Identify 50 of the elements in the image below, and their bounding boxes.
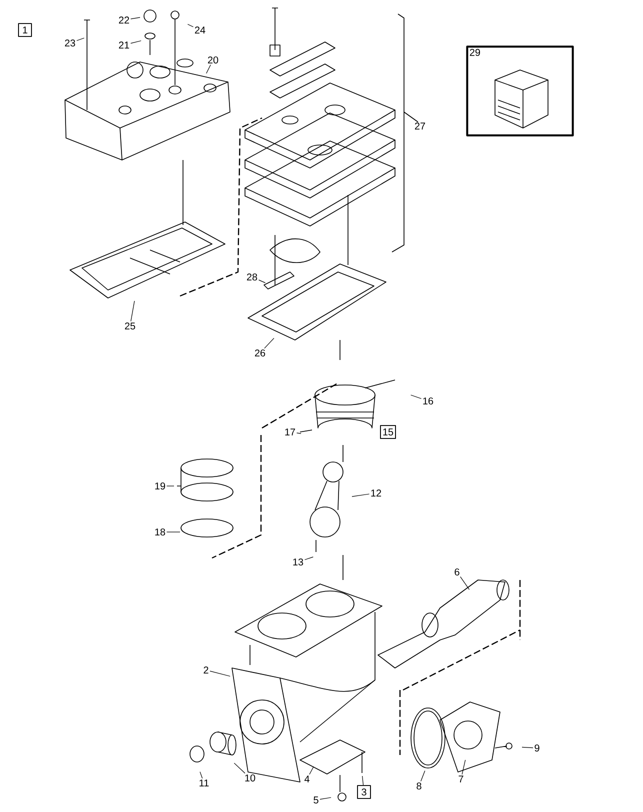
boxed-callout-number: 15 xyxy=(380,425,396,439)
callout-number: 26 xyxy=(254,349,266,357)
leader-line xyxy=(210,670,230,677)
callout-number: 23 xyxy=(64,39,76,47)
callout-number: 13 xyxy=(293,558,304,566)
callout-number: 16 xyxy=(423,397,434,405)
leader-line xyxy=(410,394,422,399)
leader-line xyxy=(206,64,211,74)
callout-number: 25 xyxy=(124,322,136,330)
leader-line xyxy=(264,338,274,349)
callout-number: 21 xyxy=(118,42,130,48)
leader-line xyxy=(130,17,140,20)
boxed-callout-number: 1 xyxy=(18,23,32,37)
leader-line xyxy=(420,770,426,782)
leader-line xyxy=(352,494,370,497)
leader-line xyxy=(320,797,332,800)
callout-number: 7 xyxy=(458,776,464,782)
callout-number: 11 xyxy=(200,780,209,786)
callout-number: 22 xyxy=(118,16,130,24)
callout-number: 12 xyxy=(371,490,382,496)
callout-number: 8 xyxy=(416,782,422,790)
callout-number: 27 xyxy=(414,122,426,130)
leader-line xyxy=(309,766,314,775)
leader-line xyxy=(130,40,142,44)
callout-number: 28 xyxy=(246,273,258,281)
leader-line xyxy=(234,762,246,774)
leader-line xyxy=(130,300,135,322)
kit-panel: 29 xyxy=(466,46,574,136)
callout-number: 9 xyxy=(534,744,540,752)
leader-line xyxy=(200,772,203,779)
callout-number: 2 xyxy=(204,666,208,674)
leader-line xyxy=(76,38,84,41)
callout-number: 19 xyxy=(155,482,166,490)
callout-number: 10 xyxy=(245,774,256,782)
callout-number: 6 xyxy=(454,568,460,576)
boxed-callout-number: 3 xyxy=(357,785,371,799)
leader-line xyxy=(304,556,314,560)
leader-line xyxy=(362,776,364,786)
callout-number: 4 xyxy=(304,776,310,782)
callout-number: 17 xyxy=(285,428,296,436)
leader-line xyxy=(258,280,266,284)
callout-number: 20 xyxy=(208,56,218,64)
callout-number: 18 xyxy=(155,528,166,536)
leader-line xyxy=(187,24,194,28)
callout-number: 5 xyxy=(314,796,318,804)
leader-line xyxy=(522,746,534,748)
callout-number: 24 xyxy=(194,26,206,34)
leader-line xyxy=(296,432,302,434)
leader-line xyxy=(460,576,470,590)
leader-line xyxy=(462,760,466,775)
